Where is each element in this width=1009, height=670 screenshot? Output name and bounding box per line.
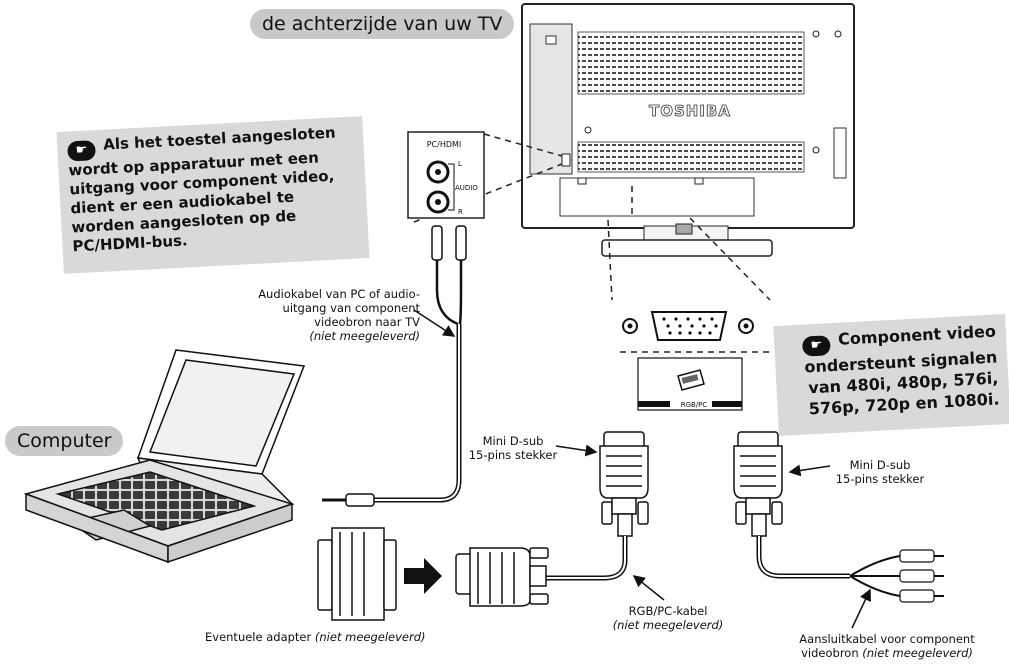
- rgb-port-label: RGB/PC: [681, 401, 708, 409]
- hand-pointer-icon: ☛: [801, 335, 831, 357]
- dsub-pin: [710, 317, 714, 321]
- note-left: ☛Als het toestel aangesloten wordt op ap…: [56, 116, 370, 274]
- dsub-pins: [662, 317, 718, 335]
- adapter-label: Eventuele adapter (niet meegeleverd): [205, 630, 426, 644]
- dsub-connector-left: [546, 431, 649, 581]
- dsub-pin: [674, 317, 678, 321]
- tv-back: [521, 3, 855, 257]
- dsub-connector-right: [733, 431, 850, 579]
- audio-panel-left: L: [458, 160, 462, 168]
- dsub-pin: [688, 331, 692, 335]
- arrow-right-icon: [404, 558, 442, 594]
- hand-pointer-icon: ☛: [67, 140, 97, 162]
- note-right-line1: Component video: [837, 321, 997, 349]
- screw-hole: [812, 30, 820, 38]
- header-label: de achterzijde van uw TV: [250, 9, 515, 39]
- dsub-pin: [668, 331, 672, 335]
- tv-brand-logo: TOSHIBA: [649, 102, 731, 120]
- component-rca-plugs: [849, 549, 944, 603]
- audio-panel-right: R: [458, 208, 463, 216]
- component-cable-label: Aansluitkabel voor component videobron (…: [799, 632, 975, 660]
- laptop: [23, 349, 306, 564]
- dsub-right-label: Mini D-sub 15-pins stekker: [835, 458, 925, 486]
- audio-panel-title: PC/HDMI: [427, 140, 462, 149]
- dsub-pin: [690, 324, 694, 328]
- dsub-pin: [678, 331, 682, 335]
- note-right: ☛Component video ondersteunt signalen va…: [773, 314, 1009, 436]
- dsub-pin: [698, 331, 702, 335]
- audio-input-panel: [407, 131, 485, 219]
- adapter: [317, 527, 397, 621]
- dsub-pin: [698, 317, 702, 321]
- dsub-pin: [714, 324, 718, 328]
- dsub-pin: [666, 324, 670, 328]
- dsub-pin: [662, 317, 666, 321]
- rgb-port-socket: [622, 311, 754, 341]
- screw-hole: [812, 146, 820, 154]
- dsub-left-label: Mini D-sub 15-pins stekker: [468, 434, 558, 462]
- screw-hole: [834, 30, 842, 38]
- screw-hole: [584, 126, 592, 134]
- dsub-pin: [686, 317, 690, 321]
- rgb-cable-label: RGB/PC-kabel (niet meegeleverd): [612, 604, 724, 632]
- computer-label: Computer: [5, 426, 124, 456]
- audio-cable-label: Audiokabel van PC of audio- uitgang van …: [258, 287, 420, 343]
- dsub-pin: [708, 331, 712, 335]
- port-icon: [677, 369, 705, 391]
- dsub-plug-horizontal: [455, 547, 549, 607]
- audio-cable: [322, 225, 467, 507]
- dsub-pin: [702, 324, 706, 328]
- audio-panel-audio: AUDIO: [455, 184, 478, 192]
- dsub-pin: [678, 324, 682, 328]
